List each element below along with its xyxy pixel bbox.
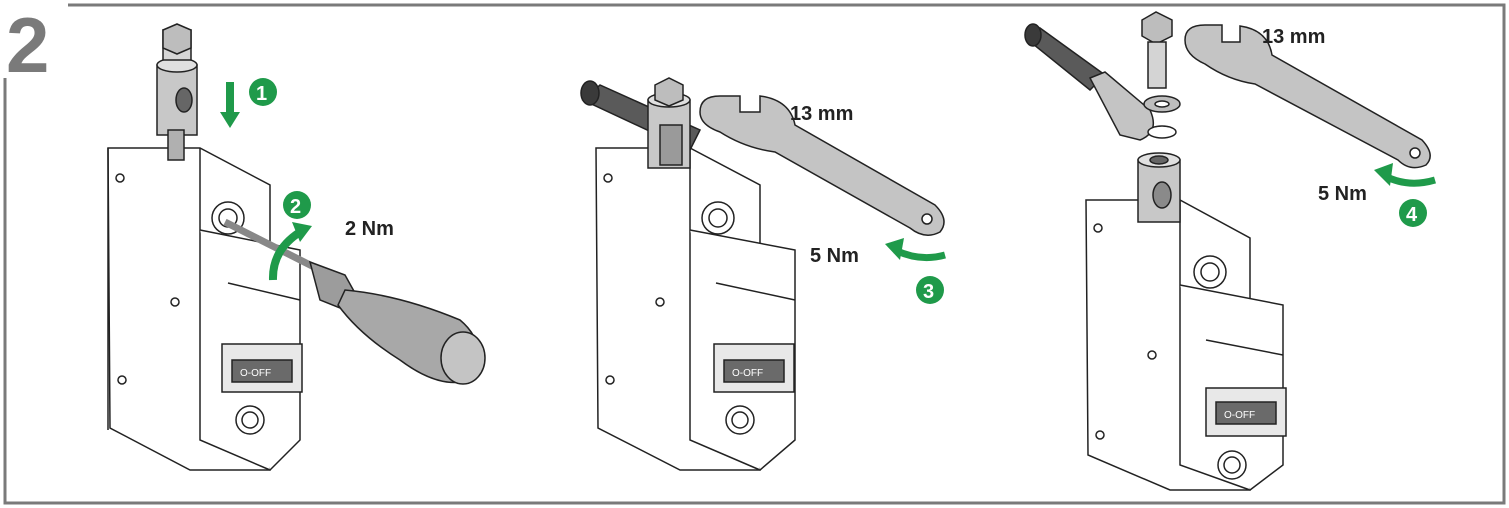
torque-label: 5 Nm (810, 245, 859, 267)
wrench (1184, 24, 1431, 169)
panel-3: O-OFF (1024, 11, 1436, 491)
torque-label: 5 Nm (1318, 183, 1367, 205)
wrench (699, 95, 945, 236)
step-1-badge: 1 (249, 78, 277, 106)
connector-post (1137, 152, 1181, 223)
step-number-label: 2 (6, 1, 49, 89)
connector-post (647, 77, 691, 169)
torque-label: 2 Nm (345, 218, 394, 240)
off-label: O-OFF (1224, 410, 1255, 421)
step-1-number: 1 (256, 83, 267, 105)
step-1-arrow (220, 82, 240, 128)
off-label: O-OFF (732, 368, 763, 379)
step-2-number: 2 (290, 196, 301, 218)
bolt (1141, 11, 1173, 89)
circuit-breaker: O-OFF (595, 147, 796, 471)
step-4-number: 4 (1406, 204, 1418, 226)
step-4-badge: 4 (1399, 199, 1427, 227)
step-2-badge: 2 (283, 191, 311, 219)
wrench-size-label: 13 mm (790, 103, 853, 125)
off-label: O-OFF (240, 368, 271, 379)
step-3-arrow (885, 238, 946, 262)
connector-post (156, 23, 198, 161)
wrench-size-label: 13 mm (1262, 26, 1325, 48)
screwdriver (223, 218, 486, 385)
step-4-arrow (1374, 163, 1436, 187)
circuit-breaker: O-OFF (107, 147, 303, 471)
step-3-number: 3 (923, 281, 934, 303)
circuit-breaker: O-OFF (1085, 199, 1287, 491)
step-3-badge: 3 (916, 276, 944, 304)
cable-lug (1024, 23, 1181, 141)
step-2-arrow (268, 222, 312, 281)
panel-2: O-OFF 13 mm 5 Nm (580, 77, 946, 471)
panel-1: O-OFF (107, 23, 486, 471)
diagram-frame (3, 3, 1506, 505)
